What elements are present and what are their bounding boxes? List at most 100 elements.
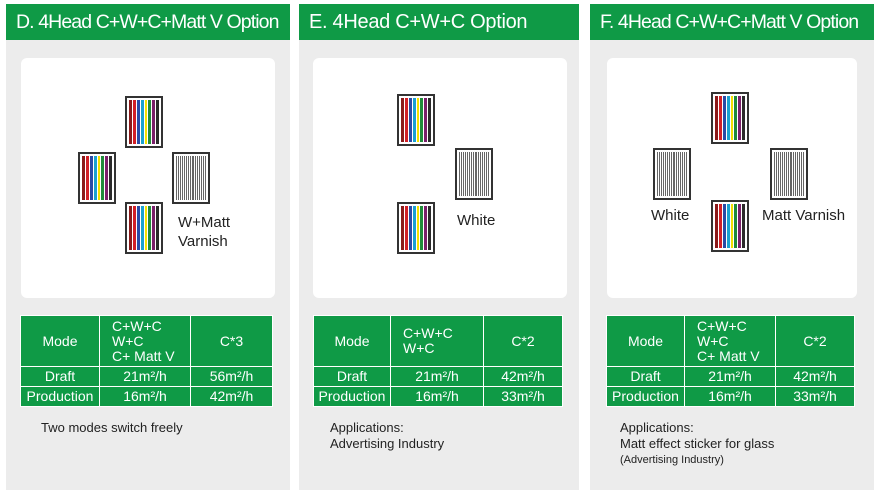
color-ink-channel: [404, 98, 408, 142]
color-ink-channel: [109, 156, 112, 200]
color-ink-channel: [424, 206, 428, 250]
panel-title: F. 4Head C+W+C+Matt V Option: [590, 4, 874, 40]
panel-title: D. 4Head C+W+C+Matt V Option: [6, 4, 290, 40]
color-ink-channel: [156, 206, 159, 250]
passes-header: C*2: [484, 316, 562, 366]
color-ink-channel: [718, 96, 722, 140]
spec-table: Mode C+W+C W+C C*2 Draft 21m²/h 42m²/h P…: [313, 315, 563, 407]
color-ink-channel: [742, 204, 745, 248]
color-head-icon: [125, 96, 163, 148]
table-row: Production 16m²/h 33m²/h: [607, 387, 854, 406]
white-ink-channel: [789, 152, 793, 196]
white-ink-channel: [684, 152, 687, 196]
white-ink-channel: [191, 156, 195, 200]
color-ink-channel: [412, 98, 416, 142]
color-ink-channel: [148, 206, 152, 250]
color-ink-channel: [129, 100, 132, 144]
color-ink-channel: [152, 100, 156, 144]
color-ink-channel: [412, 206, 416, 250]
table-row: Production 16m²/h 33m²/h: [314, 387, 562, 406]
white-ink-channel: [474, 152, 478, 196]
color-head-icon: [78, 152, 116, 204]
white-ink-channel: [462, 152, 466, 196]
panel-note: Applications: Matt effect sticker for gl…: [620, 420, 775, 466]
color-ink-channel: [715, 204, 718, 248]
color-ink-channel: [148, 100, 152, 144]
color-ink-channel: [734, 204, 738, 248]
color-ink-channel: [401, 98, 404, 142]
color-ink-channel: [738, 204, 742, 248]
white-ink-channel: [466, 152, 470, 196]
head-label: White: [651, 207, 690, 224]
color-ink-channel: [742, 96, 745, 140]
color-ink-channel: [144, 100, 148, 144]
color-ink-channel: [156, 100, 159, 144]
color-ink-channel: [136, 206, 140, 250]
color-ink-channel: [85, 156, 89, 200]
color-ink-channel: [428, 98, 431, 142]
color-ink-channel: [726, 96, 730, 140]
white-ink-channel: [781, 152, 785, 196]
white-ink-channel: [176, 156, 179, 200]
color-ink-channel: [408, 98, 412, 142]
combo-header: C+W+C W+C C+ Matt V: [100, 316, 190, 366]
table-row: Draft 21m²/h 42m²/h: [314, 367, 562, 386]
color-ink-channel: [416, 98, 420, 142]
head-label: W+Matt: [178, 214, 231, 231]
passes-header: C*3: [191, 316, 272, 366]
color-ink-channel: [144, 206, 148, 250]
color-ink-channel: [401, 206, 404, 250]
white-ink-channel: [672, 152, 676, 196]
color-ink-channel: [718, 204, 722, 248]
white-ink-channel: [203, 156, 206, 200]
mode-header: Mode: [21, 316, 99, 366]
color-ink-channel: [152, 206, 156, 250]
color-ink-channel: [730, 204, 734, 248]
color-ink-channel: [420, 206, 424, 250]
white-ink-channel: [486, 152, 489, 196]
spec-table: Mode C+W+C W+C C+ Matt V C*3 Draft 21m²/…: [20, 315, 273, 407]
color-ink-channel: [738, 96, 742, 140]
white-ink-channel: [183, 156, 187, 200]
color-ink-channel: [722, 96, 726, 140]
color-ink-channel: [416, 206, 420, 250]
white-ink-channel: [801, 152, 804, 196]
print-head-diagram: W+Matt Varnish: [21, 58, 275, 298]
white-ink-channel: [664, 152, 668, 196]
passes-header: C*2: [776, 316, 854, 366]
color-ink-channel: [722, 204, 726, 248]
panel-title: E. 4Head C+W+C Option: [299, 4, 579, 40]
color-head-icon: [711, 200, 749, 252]
color-ink-channel: [408, 206, 412, 250]
color-ink-channel: [424, 98, 428, 142]
color-ink-channel: [82, 156, 85, 200]
white-head-icon: [172, 152, 210, 204]
color-ink-channel: [132, 206, 136, 250]
white-ink-channel: [785, 152, 789, 196]
white-ink-channel: [777, 152, 781, 196]
panel-note: Two modes switch freely: [41, 420, 183, 435]
white-ink-channel: [774, 152, 777, 196]
panel-option-d: D. 4Head C+W+C+Matt V Option W+Matt Varn…: [6, 4, 290, 490]
table-row: Production 16m²/h 42m²/h: [21, 387, 272, 406]
white-ink-channel: [668, 152, 672, 196]
color-ink-channel: [404, 206, 408, 250]
color-ink-channel: [730, 96, 734, 140]
color-head-icon: [711, 92, 749, 144]
head-label: Varnish: [178, 233, 228, 250]
color-ink-channel: [428, 206, 431, 250]
color-head-icon: [397, 94, 435, 146]
white-head-icon: [770, 148, 808, 200]
white-ink-channel: [195, 156, 199, 200]
mode-header: Mode: [607, 316, 684, 366]
combo-header: C+W+C W+C: [391, 316, 483, 366]
color-ink-channel: [140, 206, 144, 250]
combo-header: C+W+C W+C C+ Matt V: [685, 316, 775, 366]
color-ink-channel: [97, 156, 101, 200]
panel-option-f: F. 4Head C+W+C+Matt V Option White Matt …: [590, 4, 874, 490]
color-ink-channel: [93, 156, 97, 200]
table-row: Draft 21m²/h 56m²/h: [21, 367, 272, 386]
white-ink-channel: [179, 156, 183, 200]
color-ink-channel: [89, 156, 93, 200]
white-ink-channel: [187, 156, 191, 200]
